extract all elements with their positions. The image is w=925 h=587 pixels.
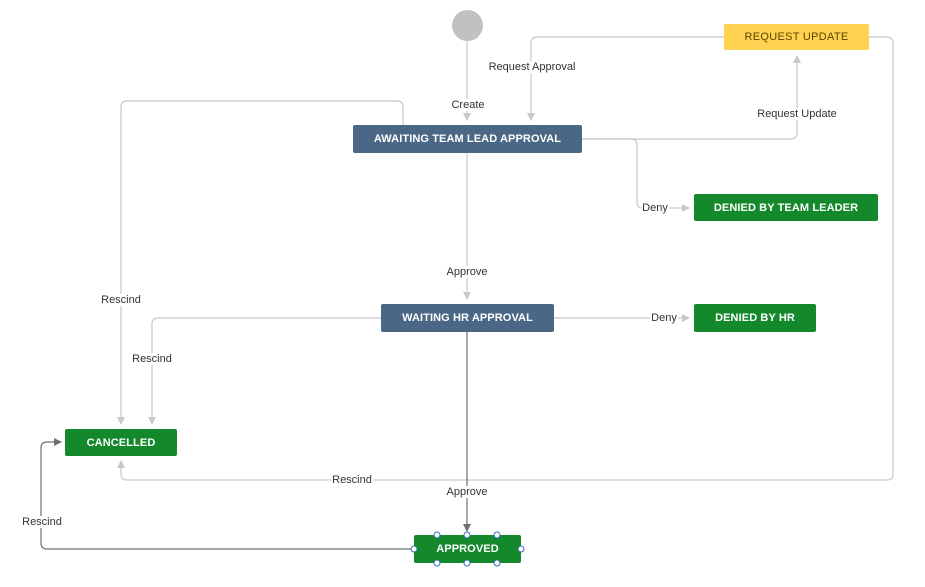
edge-rescind-approved[interactable] — [40, 438, 414, 550]
status-waiting-hr-approval[interactable]: WAITING HR APPROVAL — [381, 304, 554, 332]
start-node[interactable] — [452, 10, 483, 41]
selection-handle[interactable] — [493, 559, 501, 567]
status-request-update[interactable]: REQUEST UPDATE — [724, 24, 869, 50]
transition-label-rescind-request-update[interactable]: Rescind — [331, 474, 373, 486]
transition-label-request-approval[interactable]: Request Approval — [487, 61, 577, 73]
selection-handle[interactable] — [463, 531, 471, 539]
transition-label-approve-hr[interactable]: Approve — [445, 486, 489, 498]
edge-rescind-request-update[interactable] — [117, 36, 894, 481]
edge-request-approval[interactable] — [527, 36, 724, 121]
transition-label-rescind-team-lead[interactable]: Rescind — [100, 294, 142, 306]
transition-label-approve-team-lead[interactable]: Approve — [445, 266, 489, 278]
edge-rescind-hr[interactable] — [148, 317, 381, 425]
status-denied-by-team-leader[interactable]: DENIED BY TEAM LEADER — [694, 194, 878, 221]
status-label: CANCELLED — [86, 436, 156, 449]
edge-request-update[interactable] — [582, 55, 801, 140]
selection-handle[interactable] — [493, 531, 501, 539]
selection-handle[interactable] — [433, 531, 441, 539]
selection-handle[interactable] — [463, 559, 471, 567]
status-cancelled[interactable]: CANCELLED — [65, 429, 177, 456]
transition-label-request-update[interactable]: Request Update — [756, 108, 838, 120]
status-label: REQUEST UPDATE — [744, 31, 849, 43]
edge-rescind-team-lead[interactable] — [117, 100, 404, 425]
status-label: APPROVED — [436, 543, 499, 555]
status-denied-by-hr[interactable]: DENIED BY HR — [694, 304, 816, 332]
status-label: WAITING HR APPROVAL — [402, 312, 533, 324]
status-awaiting-team-lead-approval[interactable]: AWAITING TEAM LEAD APPROVAL — [353, 125, 582, 153]
selection-handle[interactable] — [433, 559, 441, 567]
transition-label-deny-team-lead[interactable]: Deny — [641, 202, 669, 214]
transition-label-rescind-approved[interactable]: Rescind — [21, 516, 63, 528]
selection-handle[interactable] — [410, 545, 418, 553]
status-label: AWAITING TEAM LEAD APPROVAL — [373, 133, 562, 145]
transition-label-deny-hr[interactable]: Deny — [650, 312, 678, 324]
transition-label-rescind-hr[interactable]: Rescind — [131, 353, 173, 365]
transition-label-create[interactable]: Create — [450, 99, 486, 111]
selection-handle[interactable] — [517, 545, 525, 553]
edge-deny-team-lead[interactable] — [582, 138, 690, 212]
status-label: DENIED BY TEAM LEADER — [713, 201, 859, 214]
status-approved[interactable]: APPROVED — [414, 535, 521, 563]
status-label: DENIED BY HR — [715, 312, 795, 324]
